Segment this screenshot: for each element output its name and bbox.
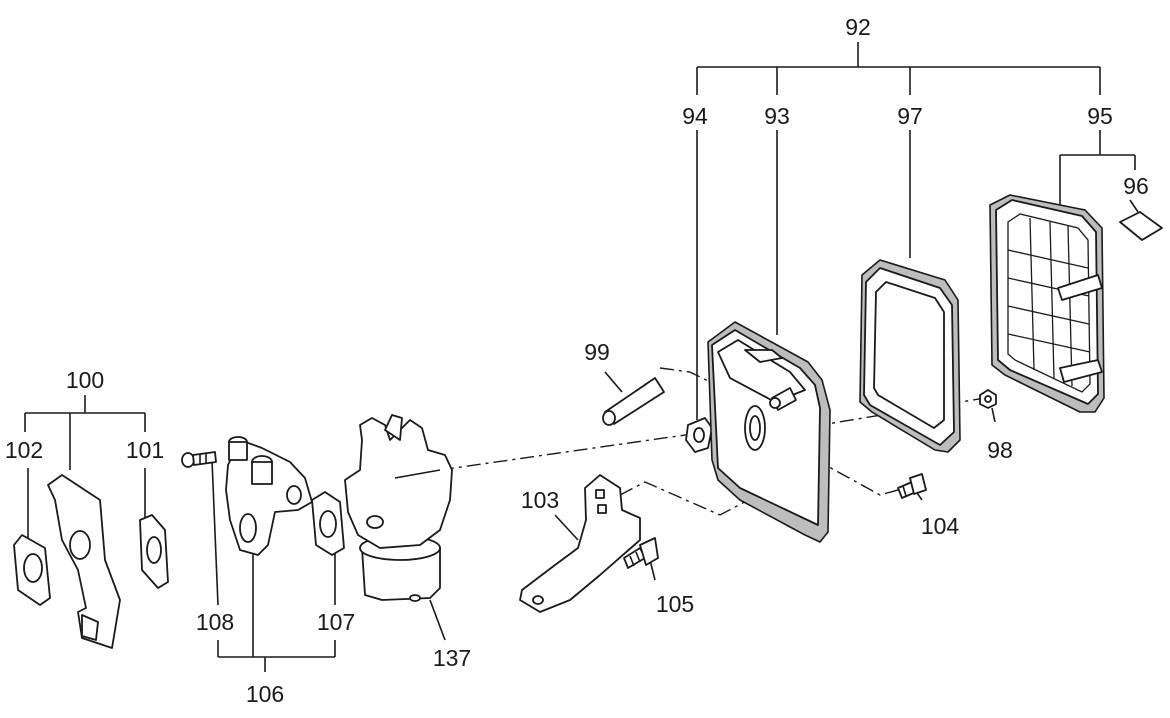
label-99: 99 (584, 339, 610, 365)
air-cleaner-cover-95 (989, 194, 1105, 413)
label-100: 100 (66, 367, 104, 393)
label-93: 93 (764, 103, 790, 129)
gasket-102 (13, 534, 51, 606)
manifold-106 (225, 436, 313, 556)
label-103: 103 (521, 487, 559, 513)
label-105: 105 (656, 591, 694, 617)
bolt-104 (897, 473, 927, 499)
part-labels: 92 94 93 97 95 96 99 98 100 102 101 103 … (5, 14, 1149, 707)
insulator-plate-100 (47, 474, 121, 649)
label-104: 104 (921, 513, 960, 539)
air-cleaner-case-93 (707, 321, 831, 543)
gasket-101 (139, 514, 169, 589)
label-98: 98 (987, 437, 1013, 463)
label-101: 101 (126, 437, 164, 463)
bracket-103 (519, 474, 641, 613)
label-96 (1119, 211, 1163, 241)
label-96: 96 (1123, 173, 1149, 199)
carburetor-137 (344, 414, 453, 602)
label-102: 102 (5, 437, 43, 463)
nut-98 (979, 389, 997, 409)
label-97: 97 (897, 103, 923, 129)
filter-element-97 (859, 259, 961, 453)
leader-lines (27, 130, 1139, 641)
screw-108 (181, 451, 217, 468)
label-107: 107 (317, 609, 355, 635)
tube-99 (602, 377, 665, 426)
group-bracket-95 (1059, 130, 1136, 205)
label-108: 108 (196, 609, 234, 635)
group-bracket-106 (217, 545, 336, 672)
gasket-94 (685, 417, 713, 453)
label-137: 137 (433, 645, 471, 671)
label-92: 92 (845, 14, 871, 40)
label-94: 94 (682, 103, 708, 129)
group-bracket-92 (696, 42, 1101, 95)
bolt-105 (623, 537, 659, 569)
label-95: 95 (1087, 103, 1113, 129)
gasket-107 (311, 491, 345, 556)
label-106: 106 (246, 681, 284, 707)
group-bracket-100 (24, 395, 146, 470)
